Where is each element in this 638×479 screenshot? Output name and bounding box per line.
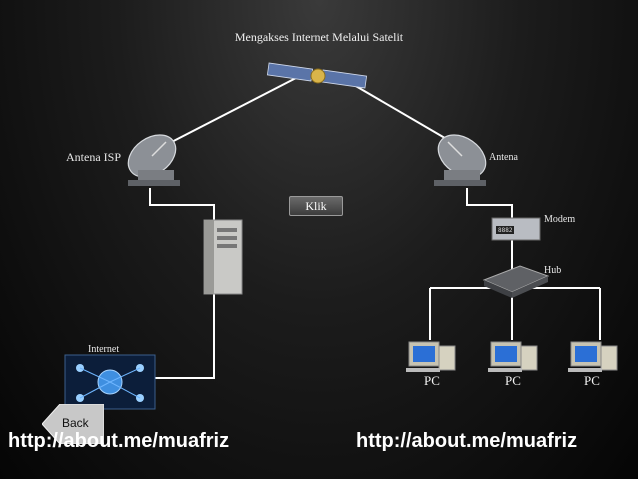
link-antena-modem — [466, 188, 513, 220]
footer-url-left[interactable]: http://about.me/muafriz — [8, 430, 230, 452]
internet-icon — [64, 354, 156, 410]
label-antena-isp: Antena ISP — [66, 150, 121, 164]
label-hub: Hub — [544, 265, 562, 276]
back-button-label: Back — [62, 416, 89, 430]
link-satellite-antena — [341, 77, 463, 149]
satellite-dish-isp-icon — [127, 134, 180, 186]
satellite-icon — [266, 62, 368, 89]
label-modem: Modem — [544, 214, 576, 225]
label-pc-2: PC — [505, 373, 521, 388]
modem-display: 8882 — [498, 227, 513, 234]
pc-icon-2 — [488, 341, 538, 372]
label-pc-3: PC — [584, 373, 600, 388]
modem-icon — [491, 217, 541, 241]
page-title: Mengakses Internet Melalui Satelit — [234, 30, 404, 44]
link-antena-server — [149, 188, 215, 220]
footer-url-right[interactable]: http://about.me/muafriz — [356, 430, 578, 452]
pc-icon-3 — [568, 341, 618, 372]
link-isp-satellite — [159, 77, 297, 149]
link-server-internet — [153, 294, 215, 379]
server-icon — [203, 219, 243, 295]
label-internet: Internet — [88, 344, 120, 355]
hub-icon — [482, 265, 550, 298]
back-button[interactable]: Back — [41, 403, 105, 445]
satellite-dish-client-icon — [434, 134, 487, 186]
label-antena: Antena — [489, 152, 518, 163]
label-pc-1: PC — [424, 373, 440, 388]
klik-button[interactable]: Klik — [289, 196, 343, 216]
pc-icon-1 — [406, 341, 456, 372]
